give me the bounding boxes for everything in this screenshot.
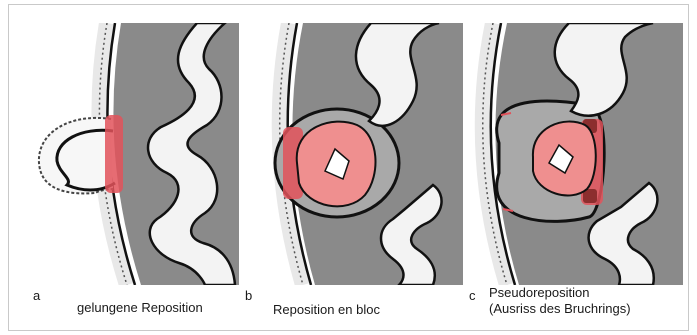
- panel-c-letter: c: [469, 288, 476, 304]
- panel-b-illustration: [253, 23, 463, 285]
- panel-b-letter: b: [245, 288, 252, 304]
- panel-c-drawing: [473, 23, 683, 285]
- figure-frame: a gelungene Reposition b Reposition en b…: [8, 4, 689, 331]
- panel-c-caption-line1: Pseudoreposition: [489, 285, 589, 301]
- panel-c-illustration: [473, 23, 683, 285]
- panel-b-caption: Reposition en bloc: [273, 302, 380, 318]
- panel-a-caption: gelungene Reposition: [77, 300, 203, 316]
- panel-a-illustration: [29, 23, 239, 285]
- hernial-ring: [105, 115, 123, 193]
- panel-b-drawing: [253, 23, 463, 285]
- panel-c-caption-line2: (Ausriss des Bruchrings): [489, 301, 631, 317]
- panel-a-letter: a: [33, 288, 40, 304]
- panel-a-drawing: [29, 23, 239, 285]
